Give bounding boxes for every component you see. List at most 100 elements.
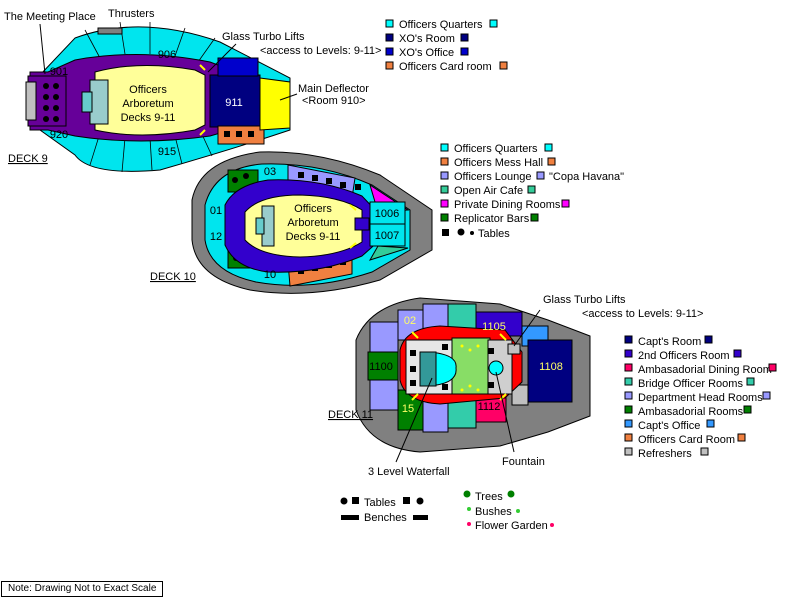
svg-text:2nd Officers Room: 2nd Officers Room <box>638 350 730 362</box>
legend-xo-room: XO's Room <box>385 33 469 45</box>
svg-text:Flower Garden: Flower Garden <box>475 520 548 532</box>
deck-11-plaza-tables <box>410 344 494 390</box>
svg-text:"Copa Havana": "Copa Havana" <box>549 171 624 183</box>
deck-9-lift <box>81 91 93 113</box>
deck-10-plan: 03 01 12 10 1006 1007 Officers Arboretum… <box>150 151 433 294</box>
svg-text:Department Head Rooms: Department Head Rooms <box>638 392 763 404</box>
svg-text:Private Dining Rooms: Private Dining Rooms <box>454 199 561 211</box>
room-1006: 1006 <box>375 208 399 220</box>
legend-xo-office: XO's Office <box>385 47 469 59</box>
deck-11-refresher-right <box>511 384 529 406</box>
deck-10-arboretum-line2: Arboretum <box>287 217 338 229</box>
room-02: 02 <box>404 315 416 327</box>
legend-officers-card-room-11: Officers Card Room <box>624 433 746 446</box>
waterfall-leader <box>395 377 433 463</box>
room-15: 15 <box>402 403 414 415</box>
room-1105: 1105 <box>482 321 506 333</box>
main-deflector-label: Main Deflector <box>298 83 369 95</box>
deck-9-card-tables <box>224 131 254 137</box>
deck-9-xo-office <box>217 57 259 77</box>
deck-10-arboretum-line3: Decks 9-11 <box>286 231 341 243</box>
deck-10-lift-right <box>354 217 370 231</box>
deck-9-arboretum-line1: Officers <box>129 84 167 96</box>
room-03: 03 <box>264 166 276 178</box>
legend-ambasadorial-dining-room: Ambasadorial Dining Room <box>624 363 777 376</box>
room-12: 12 <box>210 231 222 243</box>
deck-11-lift-access-label: <access to Levels: 9-11> <box>582 308 703 320</box>
room-1007-block <box>369 223 406 247</box>
fountain-label: Fountain <box>502 456 545 468</box>
svg-text:Officers Card room: Officers Card room <box>399 61 492 73</box>
room-906: 906 <box>158 49 176 61</box>
legend-replicator-bars: Replicator Bars <box>440 213 539 225</box>
legend-bridge-officer-rooms: Bridge Officer Rooms <box>624 377 755 390</box>
thrusters-label: Thrusters <box>108 8 155 20</box>
deck-9-lift-access-label: <access to Levels: 9-11> <box>260 45 381 57</box>
legend-benches: Benches <box>341 512 428 524</box>
svg-text:Officers Quarters: Officers Quarters <box>454 143 538 155</box>
legend-officers-quarters-9: Officers Quarters <box>385 19 498 31</box>
room-1112: 1112 <box>478 401 501 413</box>
dept-head-room-left <box>369 321 399 353</box>
legend-capts-office: Capt's Office <box>624 419 715 432</box>
svg-text:XO's Room: XO's Room <box>399 33 455 45</box>
legend-flower-garden: Flower Garden <box>467 520 554 532</box>
deck-10-legend: Officers Quarters Officers Mess Hall Off… <box>440 143 624 240</box>
svg-text:Officers Card Room: Officers Card Room <box>638 434 735 446</box>
deck-11-label: DECK 11 <box>328 409 373 421</box>
deck-11-trees <box>460 344 480 392</box>
deck-9-meeting-tables <box>43 83 59 122</box>
legend-officers-lounge: Officers Lounge "Copa Havana" <box>440 171 624 183</box>
deck-10-cafe <box>368 245 409 261</box>
deck-9-meeting-refresher <box>25 81 37 121</box>
capt-room-1108 <box>527 339 573 403</box>
deck-10-label: DECK 10 <box>150 271 196 283</box>
legend-ambasadorial-rooms: Ambasadorial Rooms <box>624 405 752 418</box>
dept-head-room-bottom-left <box>369 379 399 411</box>
room-1100: 1100 <box>369 361 393 373</box>
room-920: 920 <box>50 129 68 141</box>
deck-9-main-deflector <box>259 77 291 131</box>
deck-10-lift-markers <box>349 204 357 249</box>
legend-bushes: Bushes <box>467 506 520 518</box>
deck-9-lift-leader <box>207 43 237 73</box>
scale-note: Note: Drawing Not to Exact Scale <box>1 581 164 597</box>
svg-text:Bridge Officer Rooms: Bridge Officer Rooms <box>638 378 743 390</box>
legend-trees: Trees <box>463 490 515 503</box>
room-915: 915 <box>158 146 176 158</box>
legend-tables: Tables <box>340 497 424 509</box>
deck-9-plan: 901 920 906 915 911 Officers Arboretum D… <box>4 8 381 173</box>
deck-10-arboretum-line1: Officers <box>294 203 332 215</box>
deck-11-plan: 02 1105 1100 15 1112 1108 Glass Turbo Li… <box>328 294 703 478</box>
deck-10-lift <box>255 217 265 235</box>
deck-11-waterfall-green <box>419 351 437 387</box>
room-910-label: <Room 910> <box>302 95 366 107</box>
deck-11-lift <box>507 343 521 355</box>
legend-department-head-rooms: Department Head Rooms <box>624 391 771 404</box>
waterfall-label: 3 Level Waterfall <box>368 466 450 478</box>
deck-9-label: DECK 9 <box>8 153 48 165</box>
svg-text:Trees: Trees <box>475 491 503 503</box>
svg-text:Benches: Benches <box>364 512 407 524</box>
fountain-basin <box>488 360 504 376</box>
deck-9-lift-block <box>89 79 109 125</box>
room-1108: 1108 <box>539 361 563 373</box>
svg-text:Tables: Tables <box>478 228 510 240</box>
svg-text:Capt's Room: Capt's Room <box>638 336 701 348</box>
deck-9-legend: Officers Quarters XO's Room XO's Office … <box>385 19 508 73</box>
deck-11-lift-markers <box>411 331 507 401</box>
deck-11-lift-leader <box>513 309 541 347</box>
deck-9-arboretum-line3: Decks 9-11 <box>121 112 176 124</box>
room-01: 01 <box>210 205 222 217</box>
svg-text:Ambasadorial Rooms: Ambasadorial Rooms <box>638 406 744 418</box>
room-911: 911 <box>225 97 243 109</box>
legend-2nd-officers-room: 2nd Officers Room <box>624 349 742 362</box>
deck-9-arboretum <box>94 64 206 136</box>
room-901: 901 <box>50 66 68 78</box>
deck-9-arboretum-line2: Arboretum <box>122 98 173 110</box>
room-10: 10 <box>264 269 276 281</box>
svg-text:Open Air Cafe: Open Air Cafe <box>454 185 523 197</box>
deck-9-lift-markers <box>199 64 206 136</box>
meeting-place-label: The Meeting Place <box>4 11 96 23</box>
